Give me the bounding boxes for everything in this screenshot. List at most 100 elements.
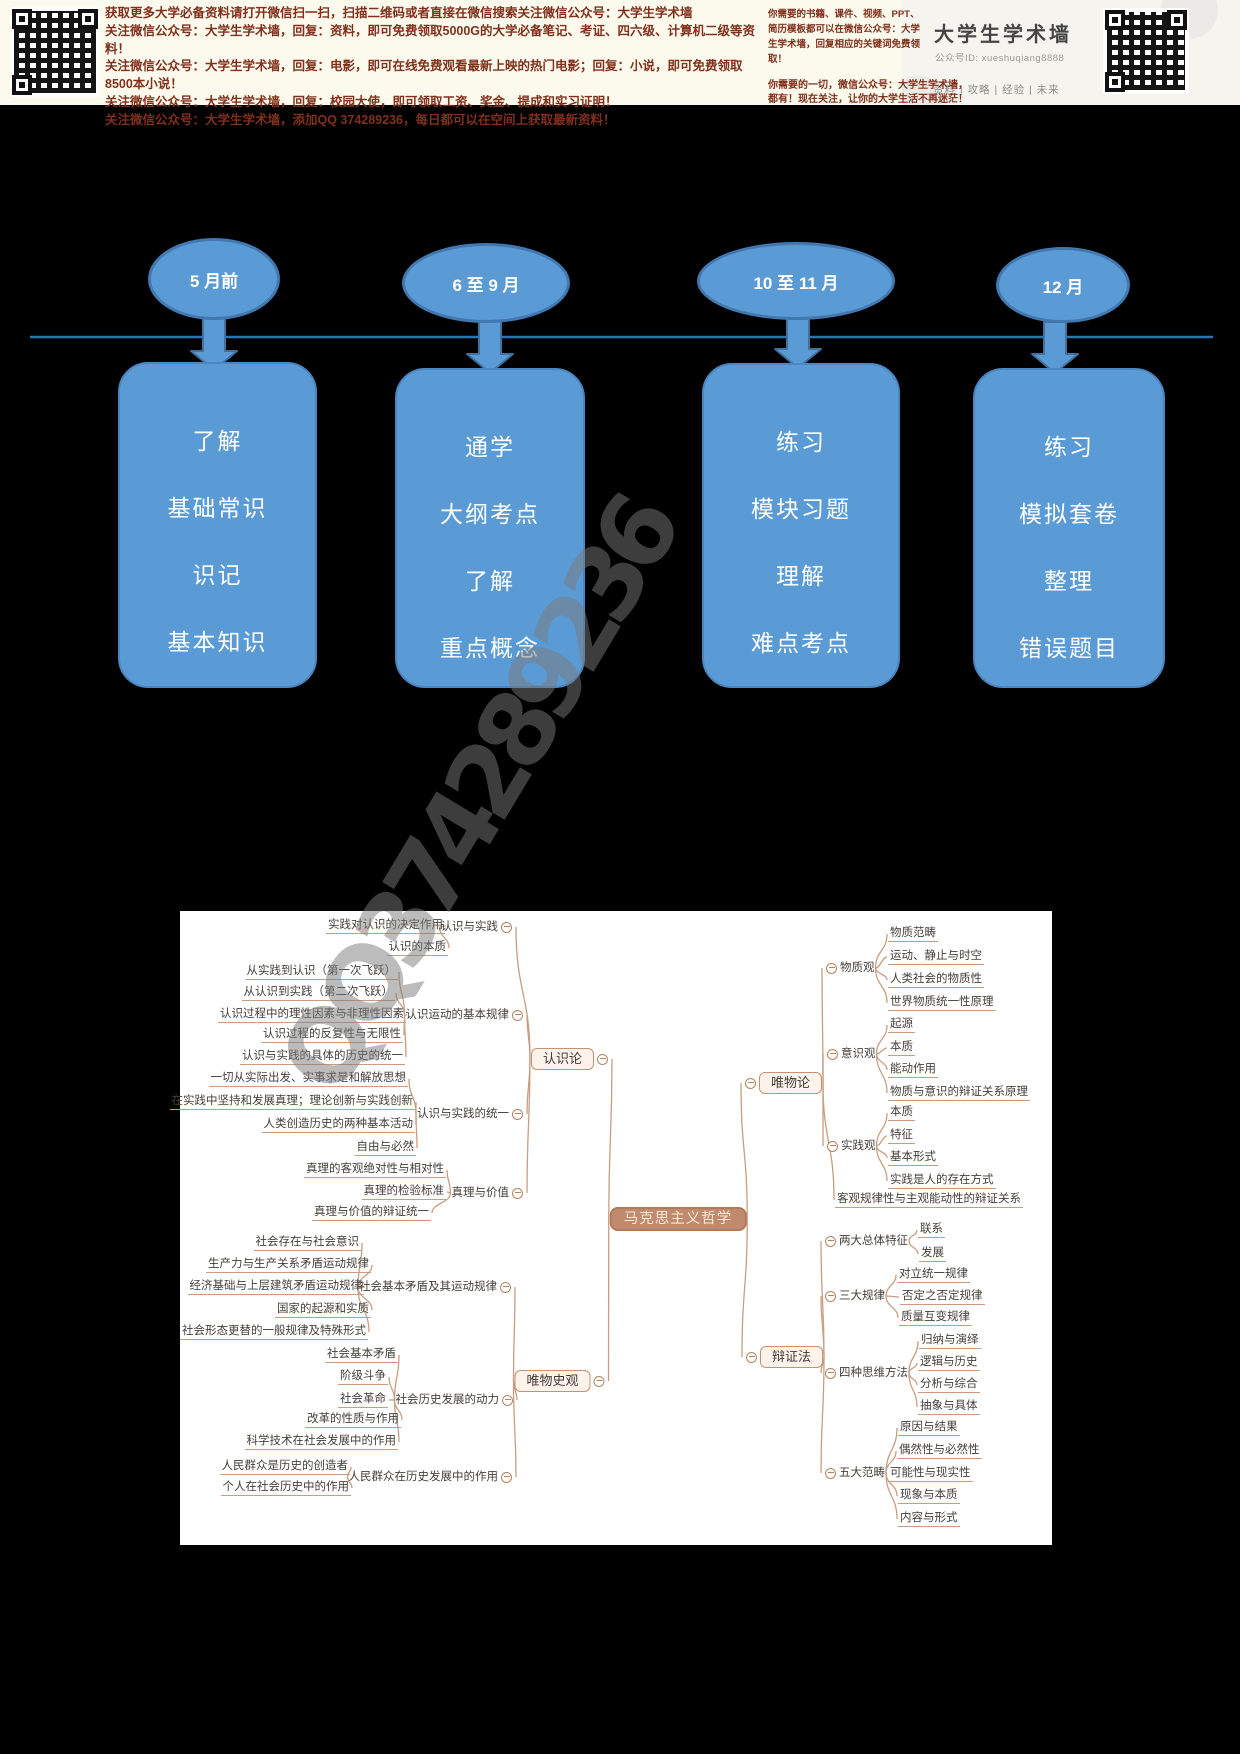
task-line: 练习 [776, 430, 826, 455]
mindmap-node-b2.0: 物质观 [823, 961, 875, 975]
task-line: 整理 [1044, 569, 1094, 594]
mindmap-label: 可能性与现实性 [888, 1466, 973, 1482]
mindmap-node-b1.0.1: 生产力与生产关系矛盾运动规律 [206, 1257, 371, 1273]
mindmap-node-b0.3: 真理与价值 [452, 1186, 527, 1200]
mindmap-node-b2.2.3: 实践是人的存在方式 [888, 1173, 996, 1189]
qr-finder-icon [78, 9, 98, 29]
mindmap-label: 真理的检验标准 [361, 1184, 446, 1200]
mindmap-node-b1.0.3: 国家的起源和实质 [275, 1302, 371, 1318]
mindmap-node-b2.2: 实践观 [824, 1139, 876, 1153]
qr-finder-icon [12, 9, 32, 29]
brand-tagline: 资料 | 攻略 | 经验 | 未来 [933, 84, 1060, 96]
task-line: 通学 [465, 435, 515, 460]
collapse-minus-icon [826, 962, 837, 974]
promo-line: 获取更多大学必备资料请打开微信扫一扫，扫描二维码或者直接在微信搜索关注微信公众号… [105, 6, 693, 20]
mindmap-node-b1.0.2: 经济基础与上层建筑矛盾运动规律 [187, 1279, 364, 1295]
mindmap-label: 实践观 [841, 1140, 876, 1152]
mindmap-label: 认识与实践的统一 [417, 1108, 509, 1120]
promo-line: 关注微信公众号：大学生学术墙，回复：校园大使，即可领取工资、奖金、提成和实习证明… [105, 94, 618, 109]
collapse-minus-icon [593, 1375, 605, 1387]
mindmap-node-b3: 辩证法 [743, 1346, 824, 1368]
mindmap-label: 人类社会的物质性 [888, 972, 984, 988]
mindmap-node-b3.3.2: 可能性与现实性 [888, 1466, 973, 1482]
mindmap-node-b0.3.0: 真理的客观绝对性与相对性 [304, 1162, 446, 1178]
task-line: 了解 [192, 429, 243, 454]
mindmap-label: 从认识到实践（第二次飞跃） [241, 985, 395, 1001]
task-line: 基本知识 [167, 630, 268, 655]
mindmap-node-b3.2: 四种思维方法 [822, 1366, 908, 1380]
mindmap-node-b1.0.0: 社会存在与社会意识 [253, 1235, 361, 1251]
mindmap-label: 人类创造历史的两种基本活动 [261, 1117, 415, 1133]
mindmap-node-b2.2.0: 本质 [888, 1105, 915, 1121]
promo-side-note-2: 你需要的一切，微信公众号：大学生学术墙，都有！现在关注，让你的大学生活不再迷茫！ [768, 80, 968, 105]
mindmap-label: 特征 [888, 1128, 915, 1144]
collapse-minus-icon [512, 1187, 523, 1199]
down-arrow-icon [1031, 321, 1079, 374]
mindmap-label: 马克思主义哲学 [609, 1207, 747, 1231]
mindmap-node-b2.0.0: 物质范畴 [888, 926, 938, 942]
mindmap-node-b2.1: 意识观 [824, 1047, 876, 1061]
mindmap-label: 物质范畴 [888, 926, 938, 942]
collapse-minus-icon [825, 1367, 836, 1379]
mindmap-node-c: 马克思主义哲学 [609, 1207, 747, 1231]
mindmap-node-b0.0.1: 认识的本质 [386, 940, 448, 956]
mindmap-node-b1.1.2: 社会革命 [338, 1392, 388, 1408]
mindmap-node-b2.2.1: 特征 [888, 1128, 915, 1144]
mindmap-label: 社会历史发展的动力 [395, 1394, 500, 1406]
mindmap-label: 从实践到认识（第一次飞跃） [244, 964, 398, 980]
qr-code-right [1103, 8, 1189, 94]
task-line: 错误题目 [1019, 636, 1119, 661]
promo-line: 关注微信公众号：大学生学术墙，回复：资料，即可免费领取5000G的大学必备笔记、… [105, 23, 756, 56]
mindmap-node-b3.3.4: 内容与形式 [898, 1511, 960, 1527]
mindmap-label: 科学技术在社会发展中的作用 [244, 1434, 398, 1450]
brand-account-id: 公众号ID: xueshuqiang8888 [935, 53, 1065, 64]
mindmap-label: 个人在社会历史中的作用 [220, 1480, 351, 1496]
mindmap-node-b0.1.2: 认识过程中的理性因素与非理性因素 [218, 1007, 406, 1023]
mindmap-label: 内容与形式 [898, 1511, 960, 1527]
qr-code-left [10, 7, 100, 97]
period-label: 6 至 9 月 [452, 275, 520, 295]
collapse-minus-icon [825, 1467, 836, 1479]
timeline-task-box-2: 通学 大纲考点 了解 重点概念 [395, 368, 585, 688]
mindmap-label: 人民群众是历史的创造者 [219, 1459, 350, 1475]
mindmap-node-b0.1.1: 从认识到实践（第二次飞跃） [241, 985, 395, 1001]
mindmap-label: 两大总体特征 [839, 1235, 908, 1247]
down-arrow-icon [466, 320, 514, 374]
mindmap-label: 真理的客观绝对性与相对性 [304, 1162, 446, 1178]
promo-text-block: 获取更多大学必备资料请打开微信扫一扫，扫描二维码或者直接在微信搜索关注微信公众号… [105, 5, 765, 130]
mindmap-label: 三大规律 [839, 1290, 885, 1302]
task-line: 模拟套卷 [1019, 502, 1119, 527]
mindmap-label: 联系 [918, 1222, 945, 1238]
timeline-period-2: 6 至 9 月 [402, 243, 570, 323]
mindmap-label: 运动、静止与时空 [888, 949, 984, 965]
mindmap-node-b2.0.2: 人类社会的物质性 [888, 972, 984, 988]
collapse-minus-icon [502, 1394, 513, 1406]
collapse-minus-icon [825, 1290, 836, 1302]
qr-finder-icon [1105, 10, 1125, 30]
mindmap-label: 客观规律性与主观能动性的辩证关系 [835, 1192, 1023, 1208]
mindmap-label: 唯物史观 [514, 1370, 591, 1392]
mindmap-node-b1.0: 社会基本矛盾及其运动规律 [359, 1280, 514, 1294]
mindmap-node-b2.2.2: 基本形式 [888, 1150, 938, 1166]
task-line: 练习 [1044, 435, 1094, 460]
timeline-period-1: 5 月前 [148, 238, 280, 320]
mindmap-label: 国家的起源和实质 [275, 1302, 371, 1318]
down-arrow-icon [774, 318, 822, 369]
mindmap-node-b1.1.0: 社会基本矛盾 [325, 1347, 398, 1363]
mindmap-label: 一切从实际出发、实事求是和解放思想 [208, 1071, 408, 1087]
mindmap-label: 世界物质统一性原理 [888, 995, 996, 1011]
mindmap-label: 认识与实践 [440, 921, 499, 933]
mindmap-node-b1.1.3: 改革的性质与作用 [305, 1412, 401, 1428]
mindmap-label: 自由与必然 [354, 1140, 416, 1156]
collapse-minus-icon [512, 1009, 523, 1021]
mindmap-label: 在实践中坚持和发展真理；理论创新与实践创新 [169, 1094, 415, 1110]
mindmap-node-b0: 认识论 [530, 1048, 611, 1070]
mindmap-panel: 马克思主义哲学认识论认识与实践实践对认识的决定作用认识的本质认识运动的基本规律从… [169, 911, 1052, 1545]
mindmap-node-b3.1.1: 否定之否定规律 [900, 1289, 985, 1305]
qr-finder-icon [12, 75, 32, 95]
qr-finder-icon [1105, 72, 1125, 92]
mindmap-label: 物质与意识的辩证关系原理 [888, 1085, 1030, 1101]
mindmap-node-b1.1.1: 阶级斗争 [338, 1369, 388, 1385]
collapse-minus-icon [501, 921, 512, 933]
collapse-minus-icon [827, 1140, 838, 1152]
